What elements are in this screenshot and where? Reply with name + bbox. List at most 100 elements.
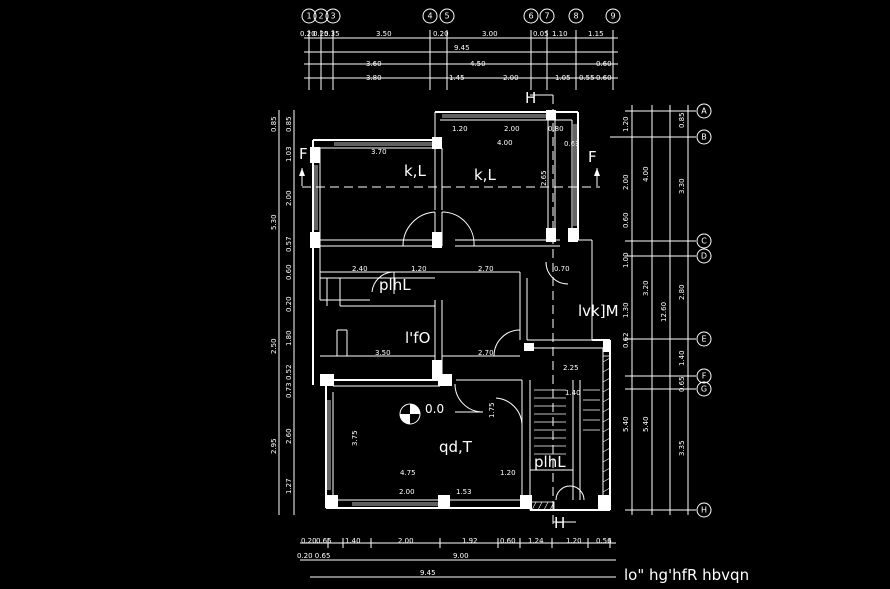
svg-text:2.00: 2.00	[504, 125, 520, 133]
room-label-kitchen-right: k,L	[474, 166, 496, 184]
svg-text:H: H	[525, 89, 536, 107]
svg-text:1.05: 1.05	[555, 74, 571, 82]
svg-text:F: F	[299, 145, 308, 163]
svg-text:3.70: 3.70	[371, 148, 387, 156]
svg-text:0.65: 0.65	[316, 537, 332, 545]
svg-text:3.60: 3.60	[366, 60, 382, 68]
svg-text:2.25: 2.25	[563, 364, 579, 372]
staircase	[534, 389, 600, 455]
svg-text:3.00: 3.00	[482, 30, 498, 38]
room-label-hall: l'fO	[405, 329, 430, 347]
svg-text:0.85: 0.85	[285, 116, 293, 132]
svg-text:0.80: 0.80	[548, 125, 564, 133]
svg-text:4.75: 4.75	[400, 469, 416, 477]
svg-text:5.30: 5.30	[270, 214, 278, 230]
svg-text:7: 7	[544, 12, 549, 21]
svg-text:4.00: 4.00	[642, 166, 650, 182]
svg-text:0.85: 0.85	[678, 112, 686, 128]
svg-text:0.35: 0.35	[324, 30, 340, 38]
svg-text:4: 4	[427, 12, 432, 21]
svg-text:2.00: 2.00	[285, 190, 293, 206]
svg-text:9.00: 9.00	[453, 552, 469, 560]
room-label-store: lvk]M	[578, 302, 619, 320]
svg-text:2.00: 2.00	[398, 537, 414, 545]
svg-text:3.35: 3.35	[678, 440, 686, 456]
svg-text:0.0: 0.0	[425, 402, 444, 416]
svg-text:4.50: 4.50	[470, 60, 486, 68]
svg-text:9: 9	[610, 12, 615, 21]
axis-bubble-7: 7	[539, 8, 555, 24]
room-label-stair-wc: plhL	[534, 453, 566, 471]
axis-bubble-6: 6	[523, 8, 539, 24]
svg-text:1.20: 1.20	[566, 537, 582, 545]
svg-text:2: 2	[318, 12, 323, 21]
svg-text:1.15: 1.15	[588, 30, 604, 38]
svg-text:H: H	[554, 514, 565, 532]
svg-text:D: D	[701, 252, 707, 261]
left-dimension-lines: 0.85 0.85 1.03 2.00 5.30 0.57 0.60 0.20 …	[270, 110, 295, 515]
svg-text:1.45: 1.45	[449, 74, 465, 82]
room-label-bedroom: qd,T	[439, 438, 473, 456]
svg-text:2.95: 2.95	[270, 438, 278, 454]
svg-text:3.80: 3.80	[366, 74, 382, 82]
svg-text:1.03: 1.03	[285, 146, 293, 162]
svg-text:0.73: 0.73	[285, 382, 293, 398]
svg-text:1.00: 1.00	[622, 252, 630, 268]
svg-text:0.60: 0.60	[285, 264, 293, 280]
svg-text:0.20: 0.20	[301, 537, 317, 545]
svg-text:2.00: 2.00	[399, 488, 415, 496]
svg-text:A: A	[701, 107, 707, 116]
svg-text:3.30: 3.30	[678, 178, 686, 194]
svg-text:2.50: 2.50	[270, 338, 278, 354]
svg-text:0.60: 0.60	[622, 212, 630, 228]
svg-text:1.27: 1.27	[285, 478, 293, 494]
svg-text:0.63: 0.63	[564, 140, 580, 148]
svg-text:2.70: 2.70	[478, 265, 494, 273]
svg-text:0.62: 0.62	[622, 332, 630, 348]
svg-text:0.60: 0.60	[500, 537, 516, 545]
svg-text:B: B	[701, 133, 707, 142]
svg-text:E: E	[701, 335, 706, 344]
axis-bubble-H: H	[696, 502, 712, 518]
interior-dimensions: 3.70 1.20 2.00 4.00 0.80 2.40 1.20 2.70 …	[351, 125, 581, 496]
svg-text:9.45: 9.45	[420, 569, 436, 577]
svg-text:5.40: 5.40	[642, 416, 650, 432]
svg-text:H: H	[701, 506, 707, 515]
svg-text:5: 5	[444, 12, 449, 21]
bottom-dimension-lines: 0.20 0.65 1.40 2.00 1.92 0.60 1.24 1.20 …	[297, 537, 616, 578]
svg-text:1.24: 1.24	[528, 537, 544, 545]
svg-text:2.00: 2.00	[503, 74, 519, 82]
svg-text:0.56: 0.56	[596, 537, 612, 545]
axis-bubble-E: E	[696, 331, 712, 347]
svg-text:3: 3	[330, 12, 335, 21]
svg-text:1.20: 1.20	[411, 265, 427, 273]
svg-text:12.60: 12.60	[660, 302, 668, 322]
svg-text:0.60: 0.60	[596, 60, 612, 68]
svg-text:0.70: 0.70	[554, 265, 570, 273]
axis-bubble-B: B	[696, 129, 712, 145]
axis-bubble-2: 2	[313, 8, 329, 24]
axis-bubble-A: A	[696, 103, 712, 119]
axis-bubble-4: 4	[422, 8, 438, 24]
axis-bubble-3: 3	[325, 8, 341, 24]
top-dimension-lines: 0.20 0.25 0.35 3.50 0.20 3.00 0.05 1.10 …	[300, 30, 618, 90]
svg-text:3.50: 3.50	[375, 349, 391, 357]
axis-bubble-9: 9	[605, 8, 621, 24]
svg-text:0.57: 0.57	[285, 236, 293, 252]
axis-bubble-C: C	[696, 233, 712, 249]
hatched-walls	[529, 355, 611, 511]
svg-text:1.30: 1.30	[622, 302, 630, 318]
svg-text:5.40: 5.40	[622, 416, 630, 432]
section-markers: F F H H	[299, 89, 600, 532]
svg-text:6: 6	[528, 12, 533, 21]
svg-text:9.45: 9.45	[454, 44, 470, 52]
svg-text:0.85: 0.85	[270, 116, 278, 132]
svg-text:1.20: 1.20	[452, 125, 468, 133]
svg-text:0.05: 0.05	[533, 30, 549, 38]
axis-bubble-F: F	[696, 368, 712, 384]
room-labels: k,L k,L plhL l'fO lvk]M qd,T plhL	[379, 162, 619, 471]
svg-text:1.10: 1.10	[552, 30, 568, 38]
svg-text:8: 8	[573, 12, 578, 21]
doors	[371, 211, 585, 501]
